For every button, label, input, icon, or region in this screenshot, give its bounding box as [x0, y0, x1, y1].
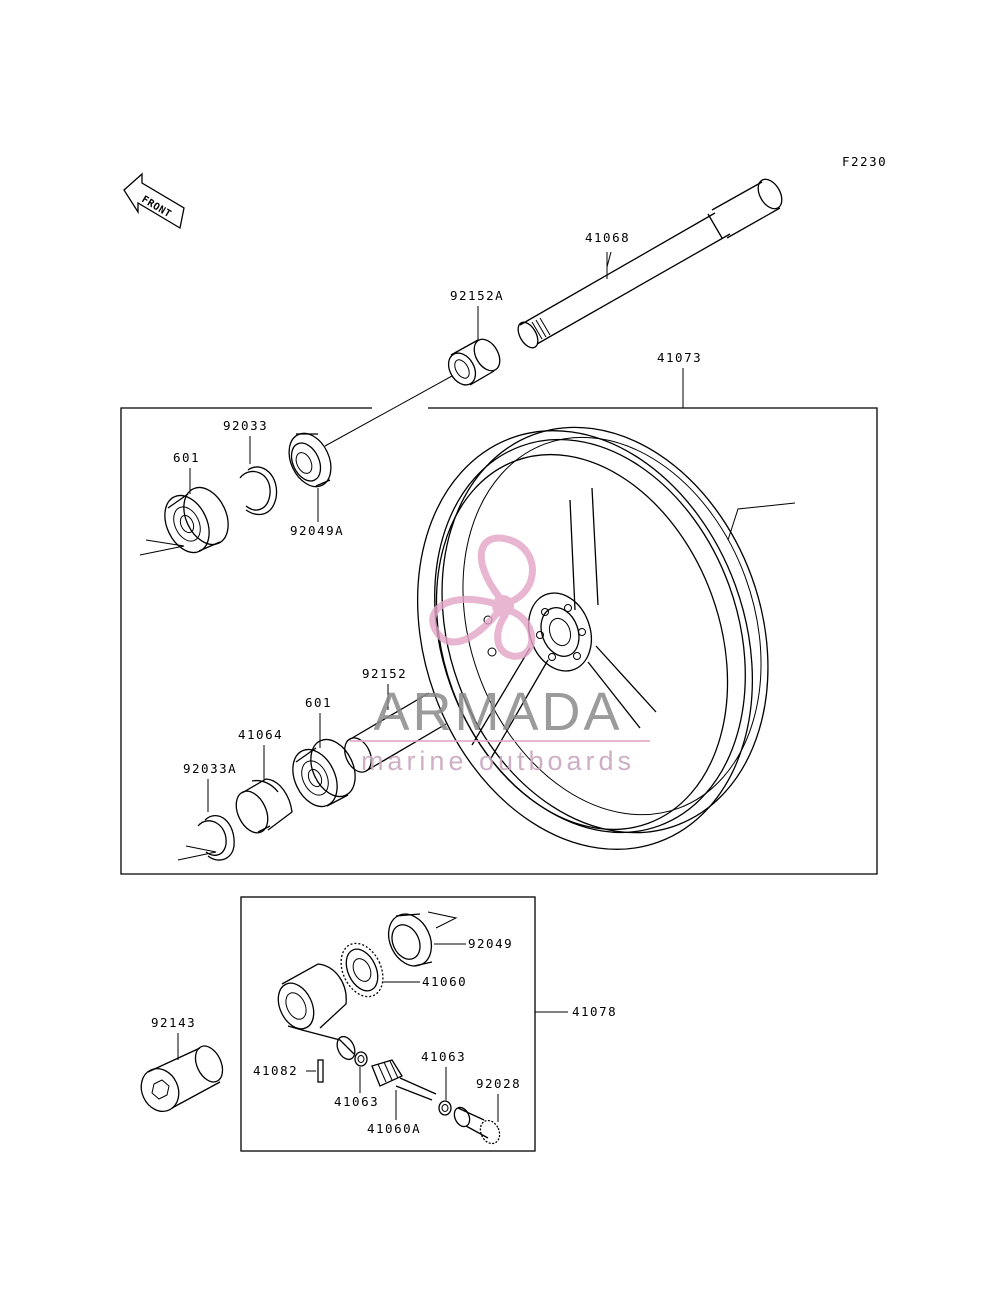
spacer-92152[interactable]: [340, 692, 447, 776]
watermark-brand: ARMADA: [373, 682, 622, 742]
watermark-tagline: marine outboards: [361, 746, 635, 776]
label-41073: 41073: [657, 350, 702, 365]
label-41060: 41060: [422, 974, 467, 989]
label-41078: 41078: [572, 1004, 617, 1019]
axle-41068[interactable]: [514, 175, 787, 351]
bearing-601-bottom[interactable]: [284, 732, 364, 813]
label-92152: 92152: [362, 666, 407, 681]
cover-41064[interactable]: [230, 778, 293, 838]
label-41060a: 41060A: [367, 1121, 421, 1136]
label-92033a: 92033A: [183, 761, 237, 776]
collar-92152a[interactable]: [443, 335, 505, 390]
circlip-92033a[interactable]: [197, 815, 235, 861]
collar-92143[interactable]: [134, 1042, 228, 1118]
watermark: ARMADA marine outboards: [350, 534, 650, 776]
seal-92049a[interactable]: [281, 427, 339, 494]
label-92049: 92049: [468, 936, 513, 951]
label-92143: 92143: [151, 1015, 196, 1030]
circlip-92033[interactable]: [239, 466, 278, 516]
dowel-41082[interactable]: [317, 1059, 324, 1083]
label-92033: 92033: [223, 418, 268, 433]
bearing-601-top[interactable]: [156, 480, 237, 559]
label-41063-left: 41063: [334, 1094, 379, 1109]
label-41064: 41064: [238, 727, 283, 742]
label-92152a: 92152A: [450, 288, 504, 303]
label-41082: 41082: [253, 1063, 298, 1078]
pinion-41060a[interactable]: [371, 1059, 437, 1101]
label-92028: 92028: [476, 1076, 521, 1091]
front-arrow-icon: FRONT: [123, 172, 185, 230]
gearbox-housing[interactable]: [271, 963, 358, 1062]
label-601-top: 601: [173, 450, 200, 465]
speedometer-gearbox-box: [240, 896, 536, 1152]
propeller-logo-icon: [429, 534, 536, 660]
label-92049a: 92049A: [290, 523, 344, 538]
wheel-assembly-box: [120, 407, 878, 875]
washer-41063-right[interactable]: [438, 1100, 452, 1116]
label-601-bottom: 601: [305, 695, 332, 710]
wheel-41073[interactable]: [361, 381, 823, 897]
gear-41060[interactable]: [333, 937, 391, 1004]
label-41068: 41068: [585, 230, 630, 245]
bushing-92028[interactable]: [451, 1105, 503, 1147]
label-41063-right: 41063: [421, 1049, 466, 1064]
seal-92049[interactable]: [380, 907, 439, 973]
diagram-id: F2230: [842, 154, 887, 169]
washer-41063-left[interactable]: [354, 1051, 368, 1067]
